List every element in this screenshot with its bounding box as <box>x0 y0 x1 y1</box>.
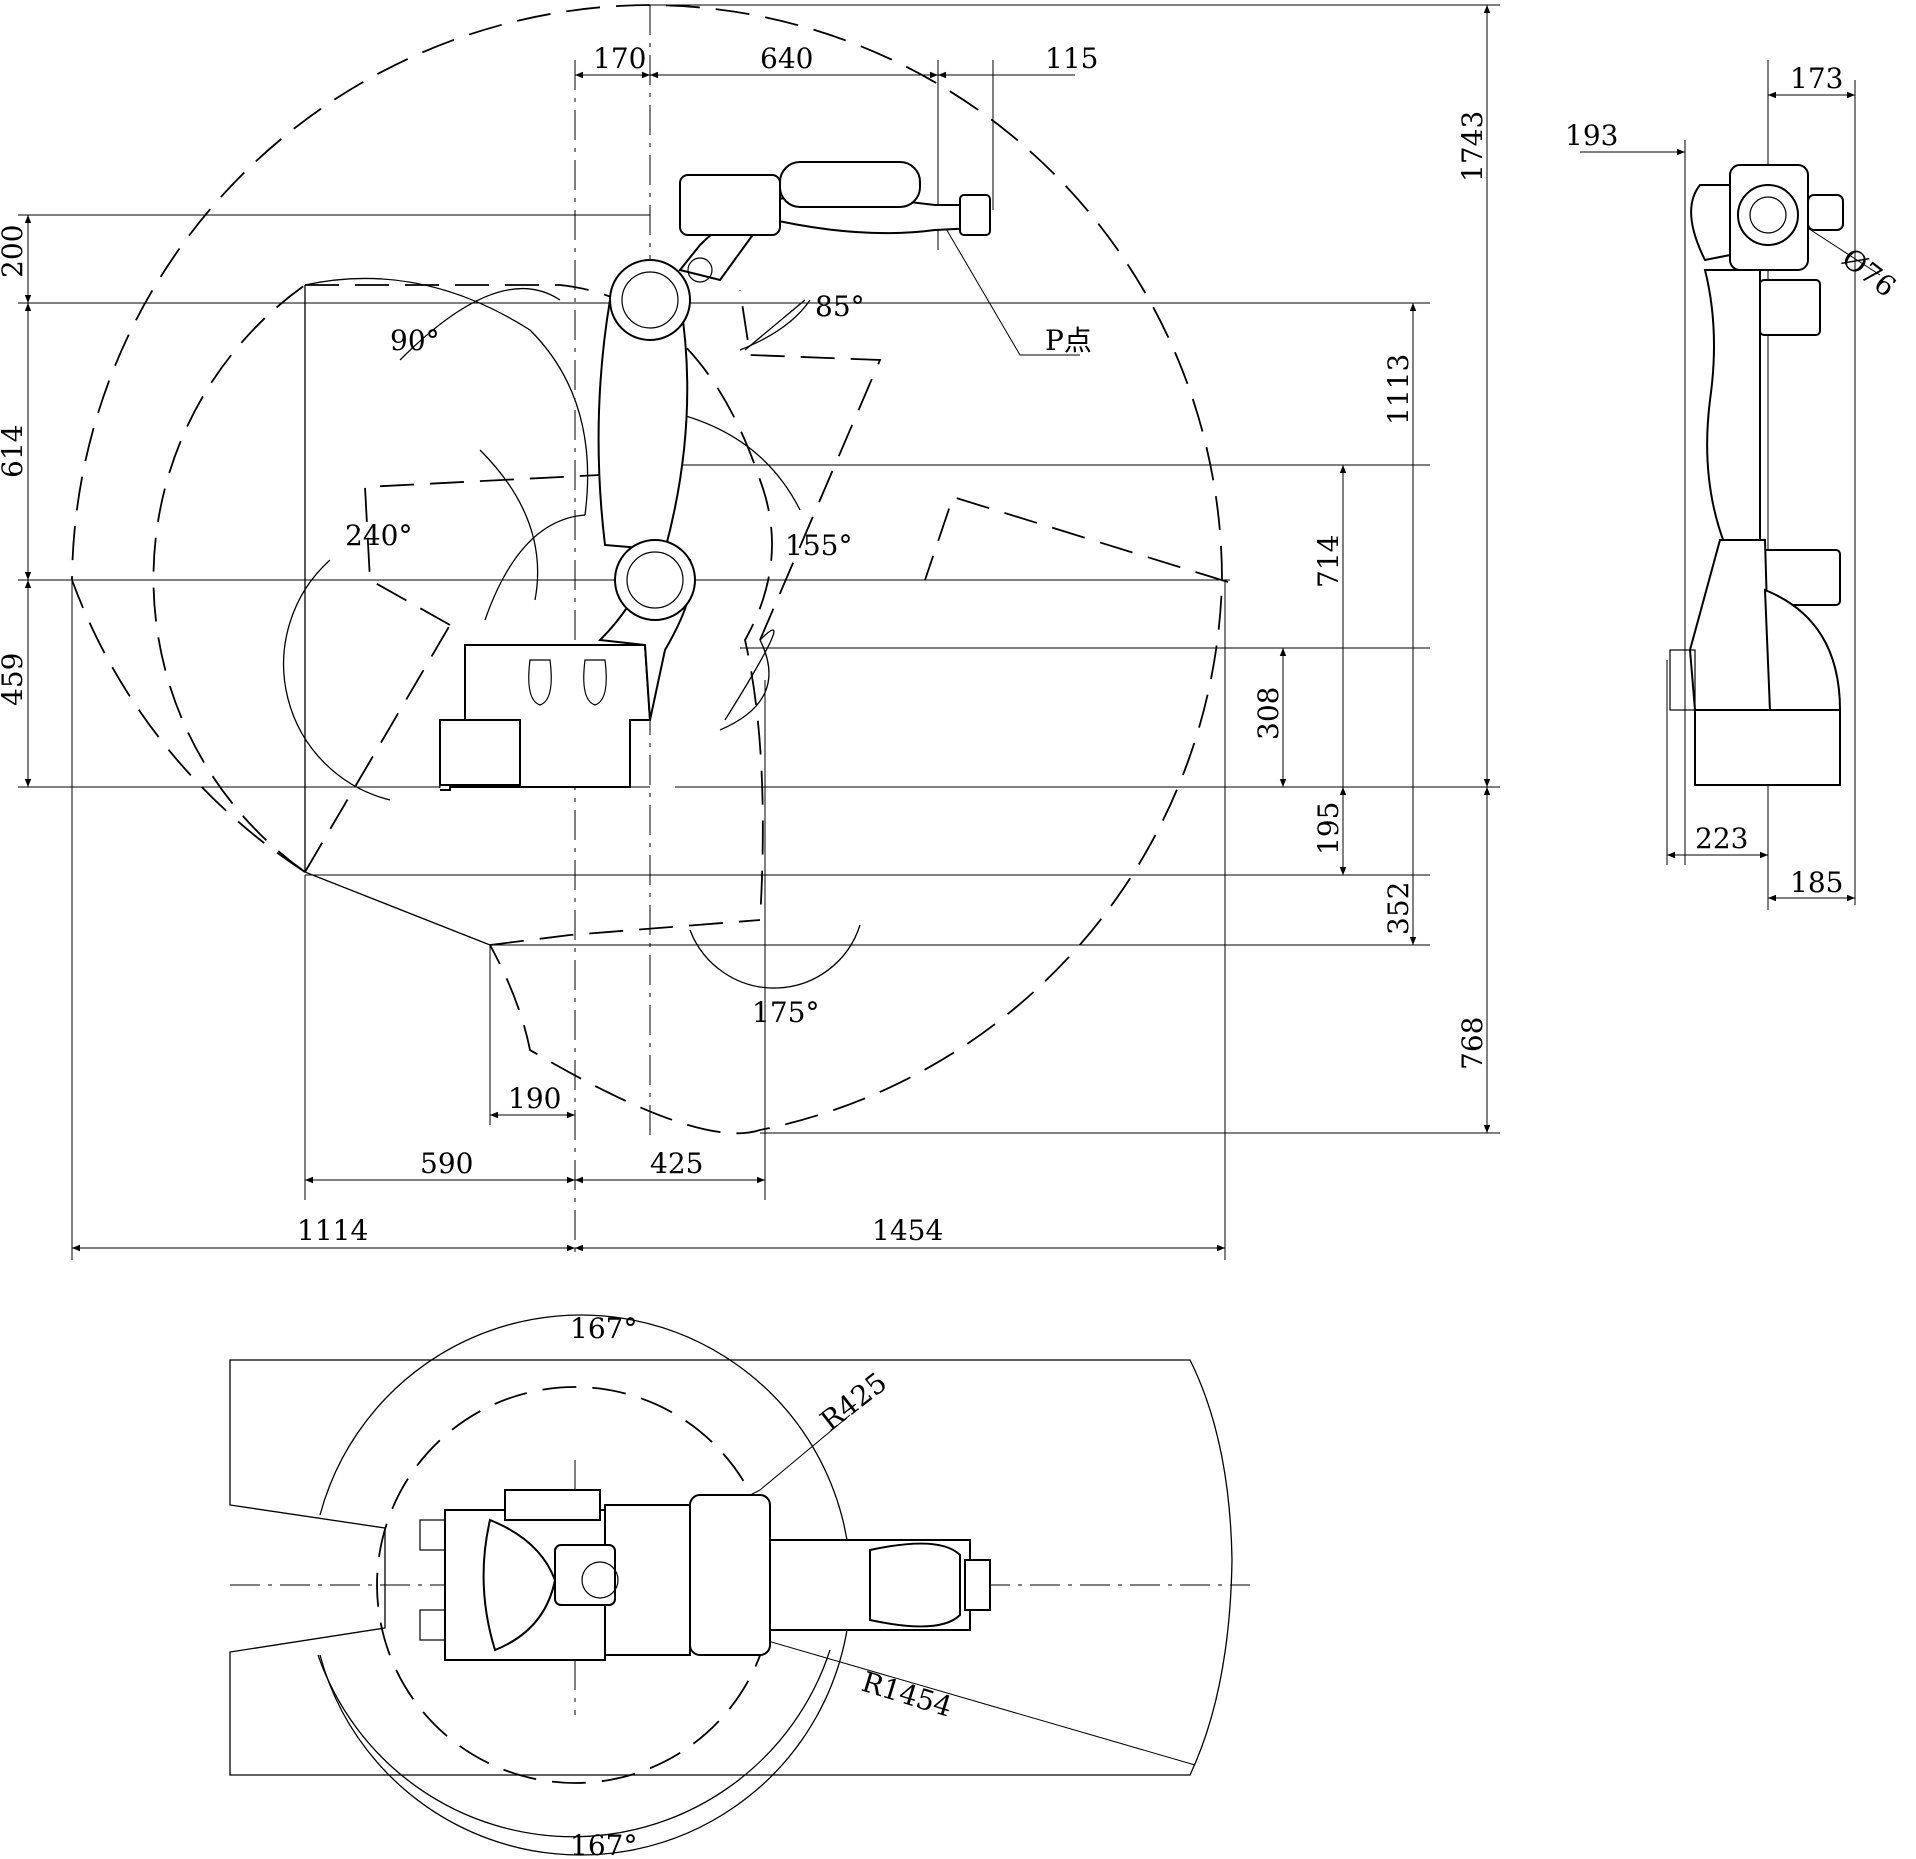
dim-640: 640 <box>760 42 813 75</box>
robot-side-body <box>439 161 991 791</box>
p-point-label: P点 <box>1045 324 1092 357</box>
dim-352: 352 <box>1382 882 1415 935</box>
dim-714: 714 <box>1312 535 1345 588</box>
dim-dia76: Ø76 <box>1836 242 1902 304</box>
angle-155: 155° <box>785 529 852 562</box>
dim-459: 459 <box>0 653 29 706</box>
angle-85: 85° <box>815 290 865 323</box>
side-view: 170 640 115 200 614 459 1743 1113 714 30… <box>0 4 1500 1260</box>
dim-614: 614 <box>0 425 29 478</box>
inner-envelope <box>152 284 306 873</box>
angle-90: 90° <box>390 324 440 357</box>
dim-1743: 1743 <box>1456 111 1489 182</box>
dim-200: 200 <box>0 225 29 278</box>
top-view: 167° 167° R425 R1454 <box>229 1312 1250 1859</box>
robot-top-body <box>419 1489 991 1661</box>
dim-190: 190 <box>508 1082 561 1115</box>
dim-308: 308 <box>1252 687 1285 740</box>
dim-173: 173 <box>1790 62 1843 95</box>
dim-115: 115 <box>1045 42 1098 75</box>
angle-240: 240° <box>345 519 412 552</box>
robot-end-body <box>1669 164 1844 786</box>
dim-1114: 1114 <box>297 1214 368 1247</box>
dim-195: 195 <box>1312 802 1345 855</box>
radius-r1454: R1454 <box>858 1665 956 1724</box>
end-view: 173 193 Ø76 223 185 <box>1565 60 1902 910</box>
dim-590: 590 <box>420 1147 473 1180</box>
dim-223: 223 <box>1695 822 1748 855</box>
dim-1454: 1454 <box>872 1214 943 1247</box>
dim-768: 768 <box>1456 1017 1489 1070</box>
top-angle-167-bottom: 167° <box>570 1829 637 1859</box>
dim-170: 170 <box>593 42 646 75</box>
dim-185: 185 <box>1790 866 1843 899</box>
dim-193: 193 <box>1565 119 1618 152</box>
top-angle-167-top: 167° <box>570 1312 637 1345</box>
dim-425: 425 <box>650 1147 703 1180</box>
radius-r425: R425 <box>814 1366 893 1438</box>
outer-envelope <box>71 4 1223 1135</box>
angle-175: 175° <box>752 996 819 1029</box>
dim-1113: 1113 <box>1382 354 1415 425</box>
